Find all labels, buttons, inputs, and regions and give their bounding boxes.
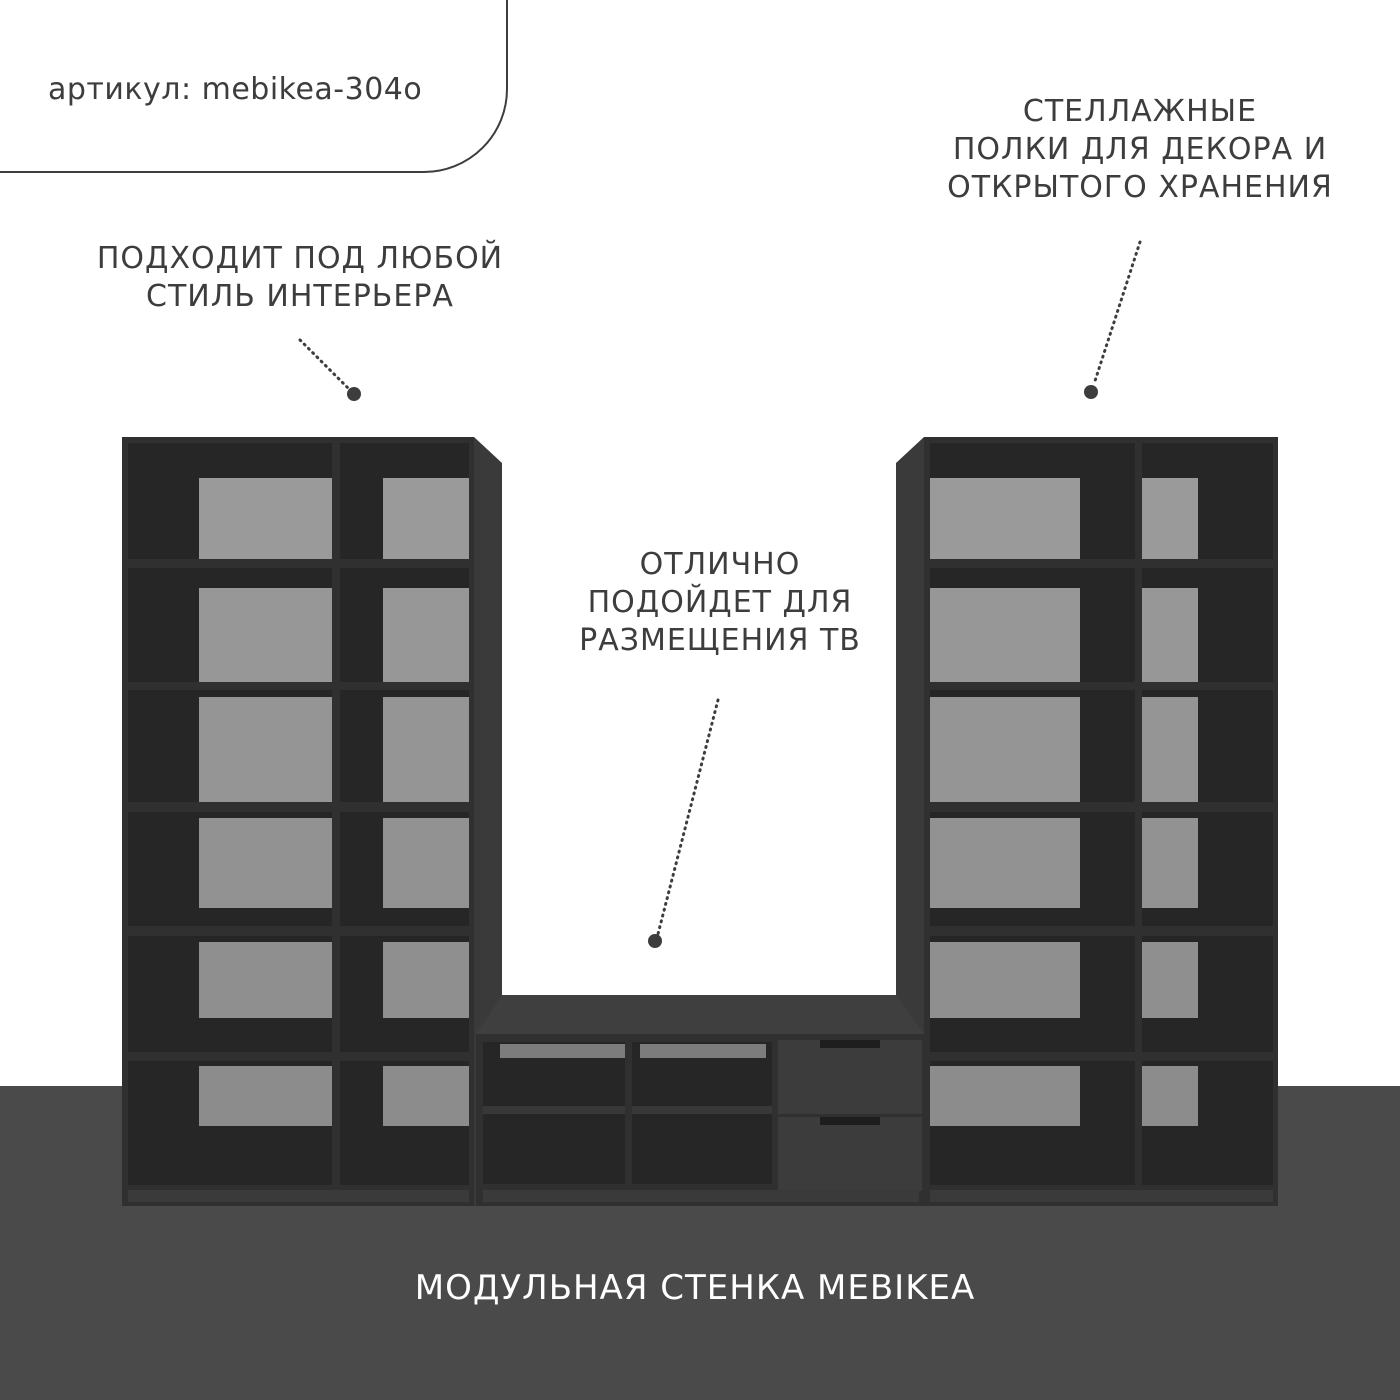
callout-line: СТЕЛЛАЖНЫЕ <box>1022 94 1258 129</box>
right-bookcase <box>896 437 1278 1206</box>
callout-tv-placement: ОТЛИЧНО ПОДОЙДЕТ ДЛЯ РАЗМЕЩЕНИЯ ТВ <box>520 546 920 660</box>
pointer-dot <box>1084 385 1098 399</box>
leader-line-left <box>298 338 361 401</box>
callout-line: ПОДХОДИТ ПОД ЛЮБОЙ <box>96 241 504 276</box>
sku-card <box>0 0 508 173</box>
callout-line: ОТКРЫТОГО ХРАНЕНИЯ <box>947 170 1333 205</box>
callout-line: РАЗМЕЩЕНИЯ ТВ <box>579 623 861 658</box>
callout-line: ПОЛКИ ДЛЯ ДЕКОРА И <box>952 132 1328 167</box>
product-caption: МОДУЛЬНАЯ СТЕНКА MEBIKEA <box>414 1268 976 1308</box>
leader-line-right <box>1084 240 1142 399</box>
drawer-top <box>778 1040 922 1114</box>
drawer-handle <box>820 1117 880 1125</box>
callout-interior-style: ПОДХОДИТ ПОД ЛЮБОЙ СТИЛЬ ИНТЕРЬЕРА <box>60 240 540 316</box>
pointer-dot <box>347 387 361 401</box>
callout-line: ОТЛИЧНО <box>639 547 801 582</box>
callout-line: ПОДОЙДЕТ ДЛЯ <box>587 585 853 620</box>
pointer-dot <box>648 934 662 948</box>
tv-stand <box>476 995 924 1206</box>
drawer-handle <box>820 1040 880 1048</box>
leader-line-center <box>648 698 720 948</box>
callout-line: СТИЛЬ ИНТЕРЬЕРА <box>146 279 454 314</box>
callout-shelving: СТЕЛЛАЖНЫЕ ПОЛКИ ДЛЯ ДЕКОРА И ОТКРЫТОГО … <box>920 93 1360 207</box>
left-bookcase <box>122 437 502 1206</box>
sku-label: артикул: mebikea-304o <box>48 72 423 107</box>
drawer-bottom <box>778 1117 922 1191</box>
